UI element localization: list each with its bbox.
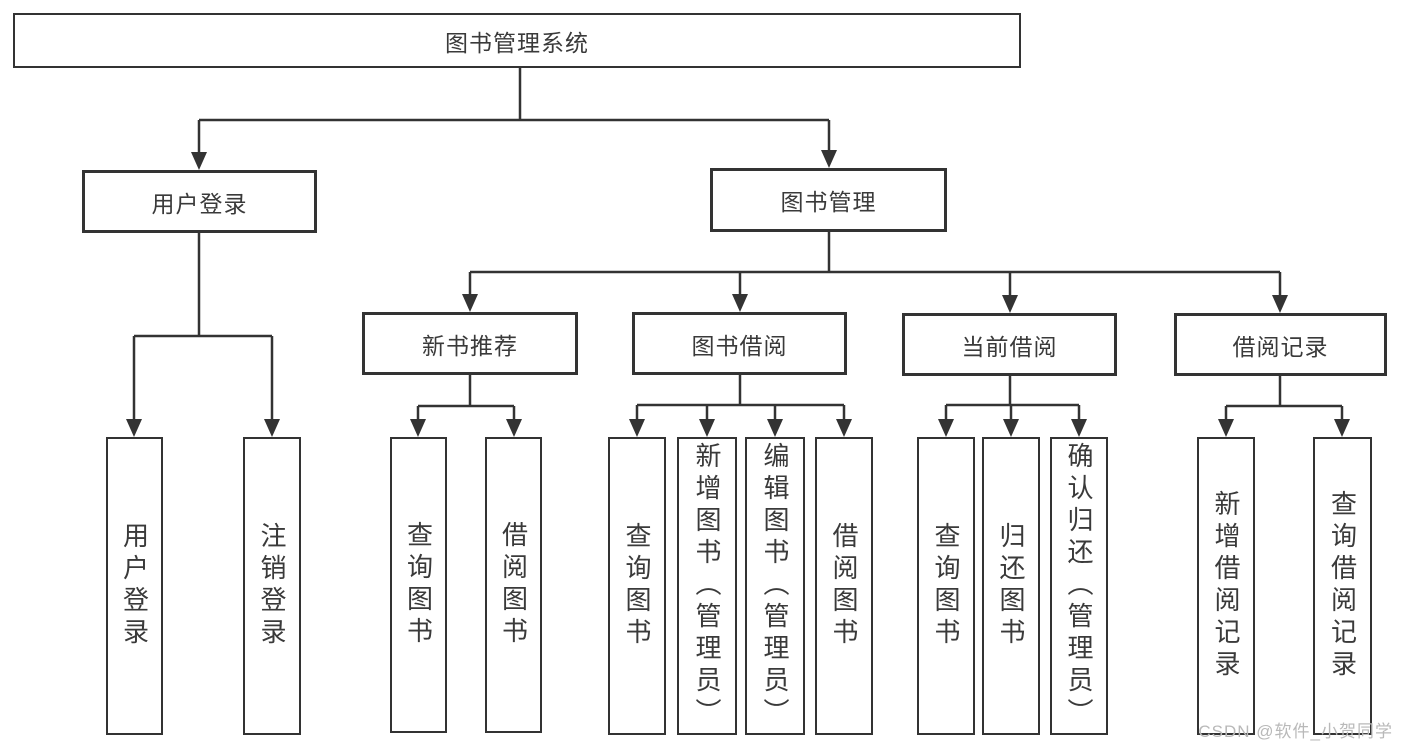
- leaf-borrow-add-books-admin-label: 新增图书（管理员）: [692, 442, 722, 730]
- leaf-current-return-books: 归还图书: [982, 437, 1040, 735]
- leaf-records-add-record: 新增借阅记录: [1197, 437, 1255, 735]
- leaf-records-query-record-label: 查询借阅记录: [1327, 490, 1358, 682]
- node-new-book-recommend: 新书推荐: [362, 312, 578, 375]
- leaf-current-query-books: 查询图书: [917, 437, 975, 735]
- node-user-login: 用户登录: [82, 170, 317, 233]
- leaf-current-return-books-label: 归还图书: [996, 522, 1026, 650]
- leaf-borrow-edit-books-admin: 编辑图书（管理员）: [745, 437, 805, 735]
- node-library-system-label: 图书管理系统: [445, 29, 589, 56]
- leaf-newbook-query-books-label: 查询图书: [403, 521, 434, 649]
- leaf-logout-label: 注销登录: [257, 522, 287, 650]
- leaf-newbook-borrow-books-label: 借阅图书: [498, 521, 529, 649]
- node-library-system: 图书管理系统: [13, 13, 1021, 68]
- leaf-records-add-record-label: 新增借阅记录: [1211, 490, 1241, 682]
- node-book-management-label: 图书管理: [780, 189, 877, 215]
- csdn-watermark: CSDN @软件_小贺同学: [1198, 722, 1393, 741]
- leaf-records-query-record: 查询借阅记录: [1313, 437, 1372, 735]
- connector-paths: [132, 68, 1344, 425]
- leaf-borrow-borrow-books-label: 借阅图书: [829, 522, 859, 650]
- node-book-borrow-label: 图书借阅: [691, 332, 788, 359]
- node-book-borrow: 图书借阅: [632, 312, 847, 375]
- leaf-logout: 注销登录: [243, 437, 301, 735]
- node-new-book-recommend-label: 新书推荐: [422, 332, 518, 359]
- node-borrow-records-label: 借阅记录: [1232, 333, 1329, 360]
- leaf-current-confirm-return-admin: 确认归还（管理员）: [1050, 437, 1108, 735]
- leaf-borrow-add-books-admin: 新增图书（管理员）: [677, 437, 737, 735]
- leaf-borrow-query-books-label: 查询图书: [622, 522, 652, 650]
- node-borrow-records: 借阅记录: [1174, 313, 1387, 376]
- leaf-newbook-query-books: 查询图书: [390, 437, 447, 733]
- leaf-user-login: 用户登录: [106, 437, 163, 735]
- leaf-borrow-query-books: 查询图书: [608, 437, 666, 735]
- leaf-current-confirm-return-admin-label: 确认归还（管理员）: [1064, 442, 1094, 730]
- node-current-borrow-label: 当前借阅: [961, 333, 1058, 360]
- leaf-borrow-edit-books-admin-label: 编辑图书（管理员）: [760, 442, 790, 730]
- leaf-borrow-borrow-books: 借阅图书: [815, 437, 873, 735]
- node-current-borrow: 当前借阅: [902, 313, 1117, 376]
- node-user-login-label: 用户登录: [151, 190, 248, 217]
- leaf-current-query-books-label: 查询图书: [931, 522, 961, 650]
- node-book-management: 图书管理: [710, 168, 947, 232]
- leaf-user-login-label: 用户登录: [119, 522, 150, 650]
- leaf-newbook-borrow-books: 借阅图书: [485, 437, 542, 733]
